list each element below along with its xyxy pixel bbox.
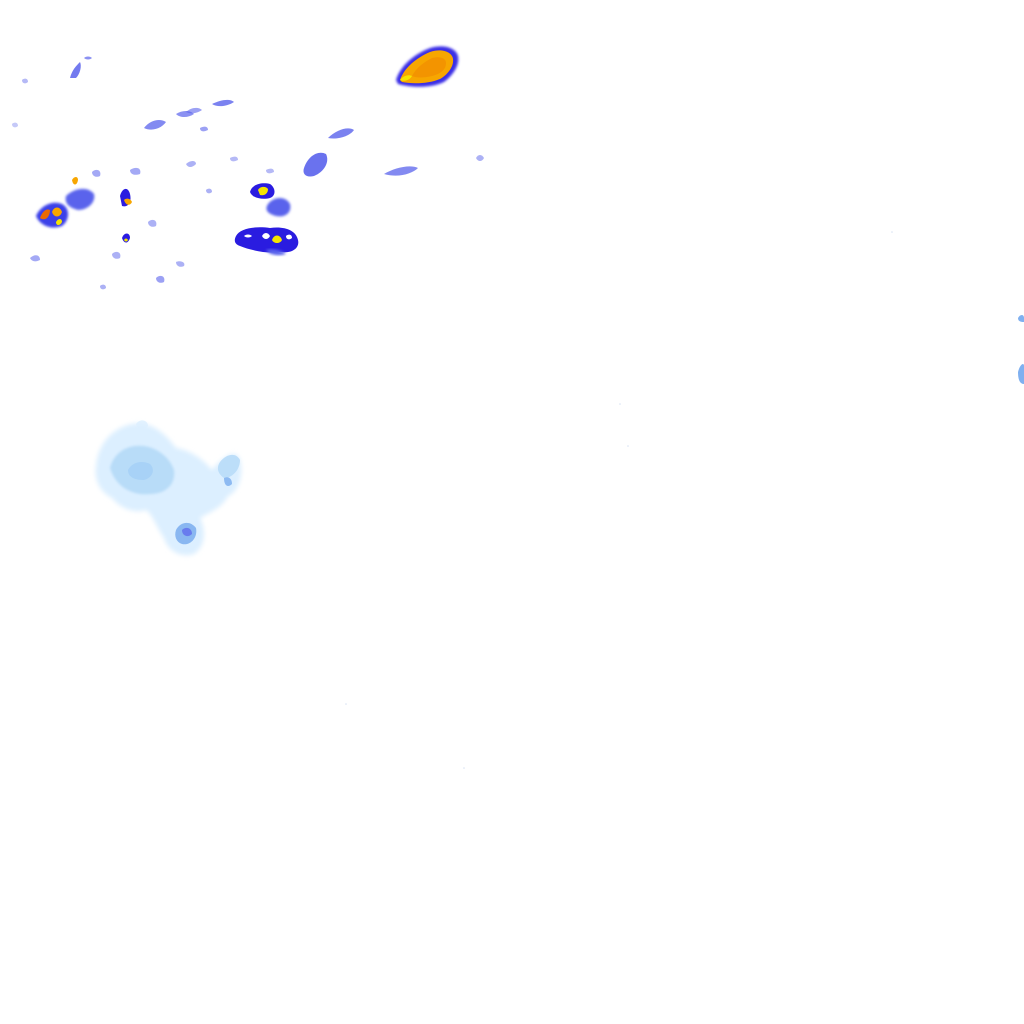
cell-cluster-center-north [250,183,291,217]
scattered-showers-northwest [12,56,484,290]
edge-echo-east [1018,315,1024,384]
cell-cluster-center [234,227,299,256]
cell-band-west [36,177,132,243]
strong-cell-north [396,46,459,87]
light-rain-area-southwest [95,420,242,556]
light-speckles [345,231,893,769]
